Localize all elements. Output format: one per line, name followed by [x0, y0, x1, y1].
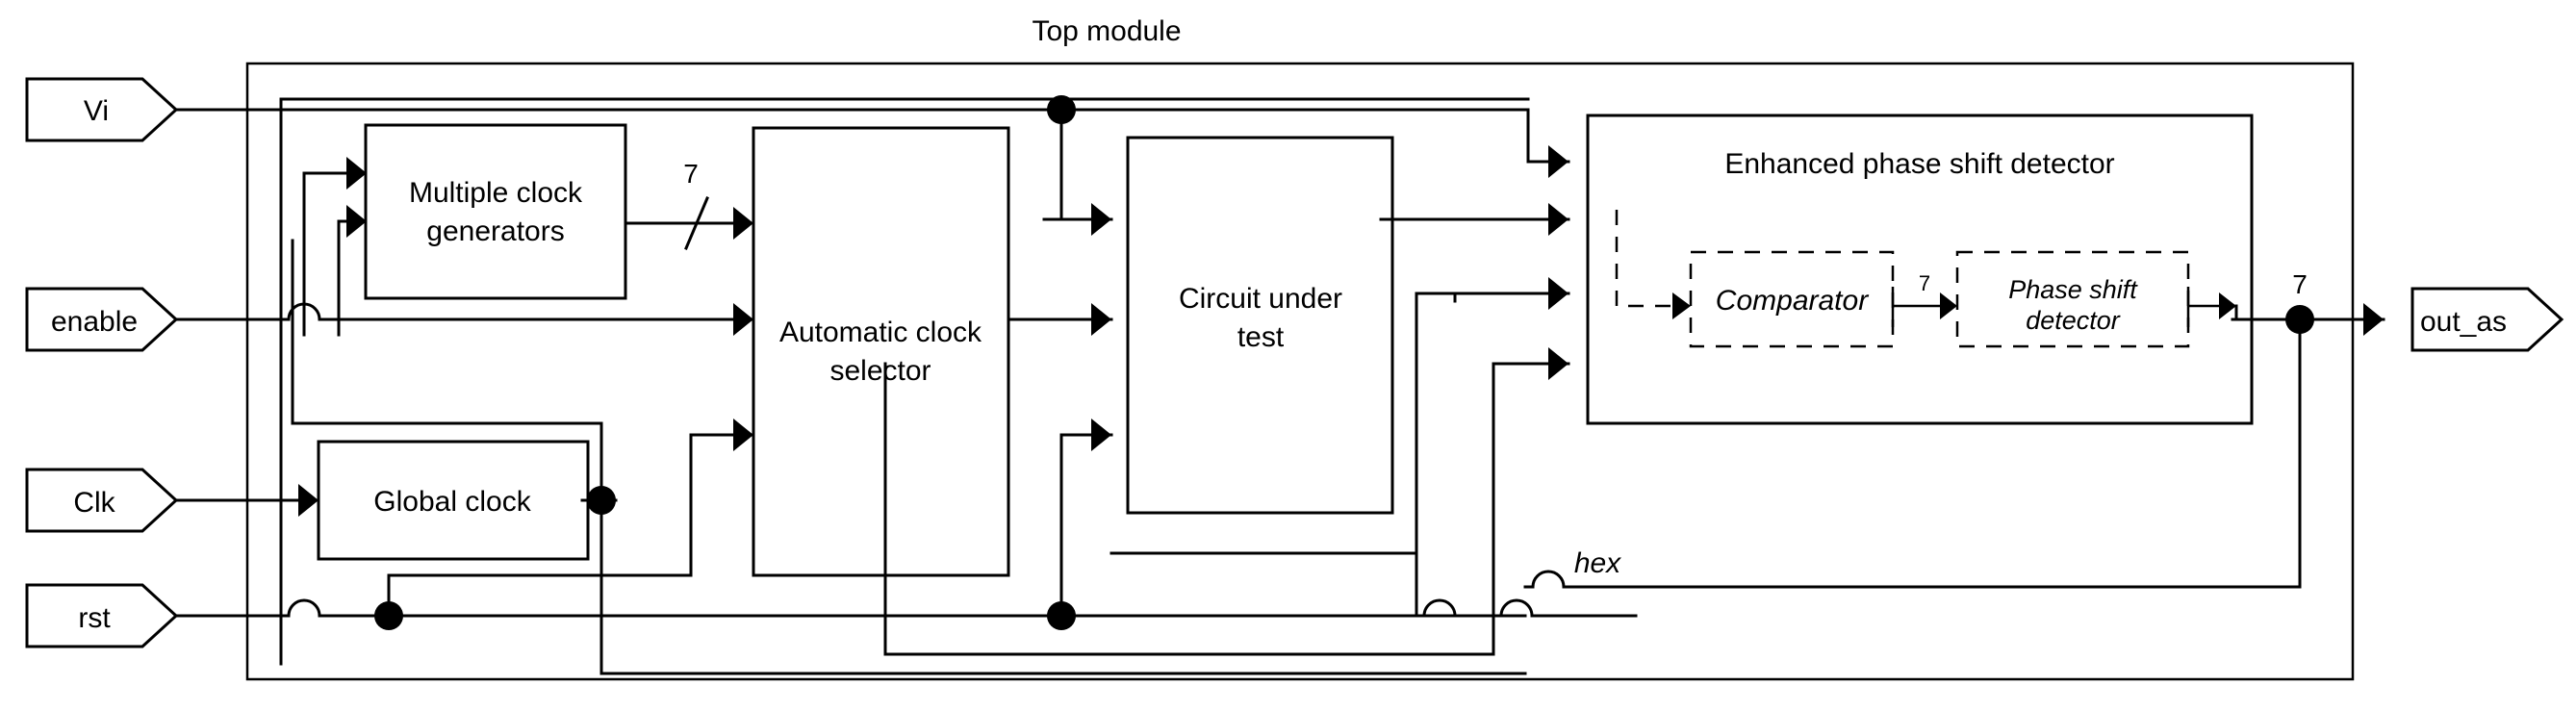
port-shape-clk [25, 468, 179, 533]
port-shape-rst [25, 583, 179, 648]
arrowhead-acs-in-bus [733, 207, 753, 240]
arrowhead-epsd-in4 [1548, 347, 1569, 380]
block-enhanced-phase-shift-detector[interactable]: Enhanced phase shift detector [1586, 114, 2254, 425]
block-automatic-clock-selector[interactable]: Automatic clock selector [752, 126, 1010, 577]
block-rect-global-clock [317, 440, 590, 561]
output-port-out-as[interactable]: out_as [2410, 287, 2564, 352]
wire-rst-to-acs [387, 433, 755, 618]
arrowhead-epsd-in3 [1548, 277, 1569, 310]
arrowhead-epsd-in1 [1548, 145, 1569, 178]
arrowhead-cut-in-rst [1091, 419, 1111, 451]
block-label-cut-line2: test [1237, 321, 1285, 353]
input-port-vi-label: Vi [84, 95, 109, 127]
block-label-acs-line2: selector [829, 355, 931, 387]
arrowhead-cut-in-vi [1091, 203, 1111, 236]
top-module-boundary [245, 62, 2355, 681]
arrowhead-epsd-in2 [1548, 203, 1569, 236]
wire-rst-hop3 [1492, 598, 1638, 618]
input-port-rst-label: rst [78, 602, 111, 634]
port-shape-vi [25, 77, 179, 142]
sub-block-phase-shift-detector[interactable]: Phase shift detector [1955, 250, 2190, 348]
port-shape-enable [25, 287, 179, 352]
input-port-clk-label: Clk [73, 487, 115, 519]
top-module-title: Top module [1032, 15, 1181, 47]
hex-signal-label: hex [1574, 547, 1621, 579]
block-global-clock[interactable]: Global clock [317, 440, 590, 561]
block-label-epsd: Enhanced phase shift detector [1724, 148, 2114, 180]
sub-block-comparator[interactable]: Comparator [1689, 250, 1895, 348]
block-label-mcg-line1: Multiple clock [409, 177, 583, 209]
wire-rst-hop2 [1415, 598, 1527, 618]
arrowhead-cut-in-clk [1091, 303, 1111, 336]
block-multiple-clock-generators[interactable]: Multiple clock generators [364, 123, 627, 300]
block-label-cut-line1: Circuit under [1179, 283, 1342, 315]
wire-epsd-in4-return [883, 362, 1495, 656]
arrowhead-mcg-in1 [346, 157, 367, 190]
input-port-vi[interactable]: Vi [25, 77, 179, 142]
arrowhead-mcg-in2 [346, 205, 367, 238]
input-port-rst[interactable]: rst [25, 583, 179, 648]
block-circuit-under-test[interactable]: Circuit under test [1126, 136, 1394, 515]
junction-dot-vi [1047, 95, 1076, 124]
arrowhead-psd-out [2219, 292, 2236, 319]
block-rect-multiple-clock-generators [364, 123, 627, 300]
sub-block-label-comparator: Comparator [1716, 285, 1869, 317]
input-port-enable-label: enable [51, 306, 138, 338]
block-label-global-clock: Global clock [373, 486, 531, 518]
output-port-out-as-label: out_as [2420, 306, 2507, 338]
wire-enable-to-mcg-in1 [302, 171, 348, 337]
wire-enable-to-mcg-in2 [337, 219, 348, 337]
arrowhead-acs-in-rst [733, 419, 753, 451]
port-shape-out-as [2410, 287, 2564, 352]
input-port-clk[interactable]: Clk [25, 468, 179, 533]
wire-hex-line [1523, 570, 2302, 589]
arrowhead-acs-in-enable [733, 303, 753, 336]
wire-rst-to-cut [1059, 433, 1113, 618]
input-port-enable[interactable]: enable [25, 287, 179, 352]
dashed-stub-to-comparator [1615, 210, 1672, 308]
arrowhead-outas-in [2363, 303, 2384, 336]
bus-label-mcg-to-acs: 7 [683, 159, 699, 189]
wire-epsd-in4 [1492, 362, 1570, 656]
wire-epsd-in3 [1415, 292, 1570, 618]
arrowhead-globalclock-in [298, 484, 319, 517]
block-rect-enhanced-phase-shift-detector [1586, 114, 2254, 425]
block-rect-automatic-clock-selector [752, 126, 1010, 577]
wire-rst-hop1 [279, 598, 1527, 618]
arrowhead-comparator-in [1672, 292, 1691, 319]
block-label-mcg-line2: generators [426, 216, 564, 247]
block-label-acs-line1: Automatic clock [779, 317, 982, 348]
arrowhead-psd-in [1940, 292, 1957, 319]
sub-block-label-psd-line2: detector [2026, 306, 2121, 335]
bus-label-detector-output: 7 [2292, 269, 2308, 299]
block-rect-circuit-under-test [1126, 136, 1394, 515]
wire-vi-branch-cut [1042, 108, 1063, 221]
bus-label-comparator-out: 7 [1919, 271, 1930, 295]
wire-enable-hop [279, 302, 743, 321]
bus-slash-mcg-acs [684, 196, 709, 250]
sub-block-label-psd-line1: Phase shift [2008, 275, 2138, 304]
